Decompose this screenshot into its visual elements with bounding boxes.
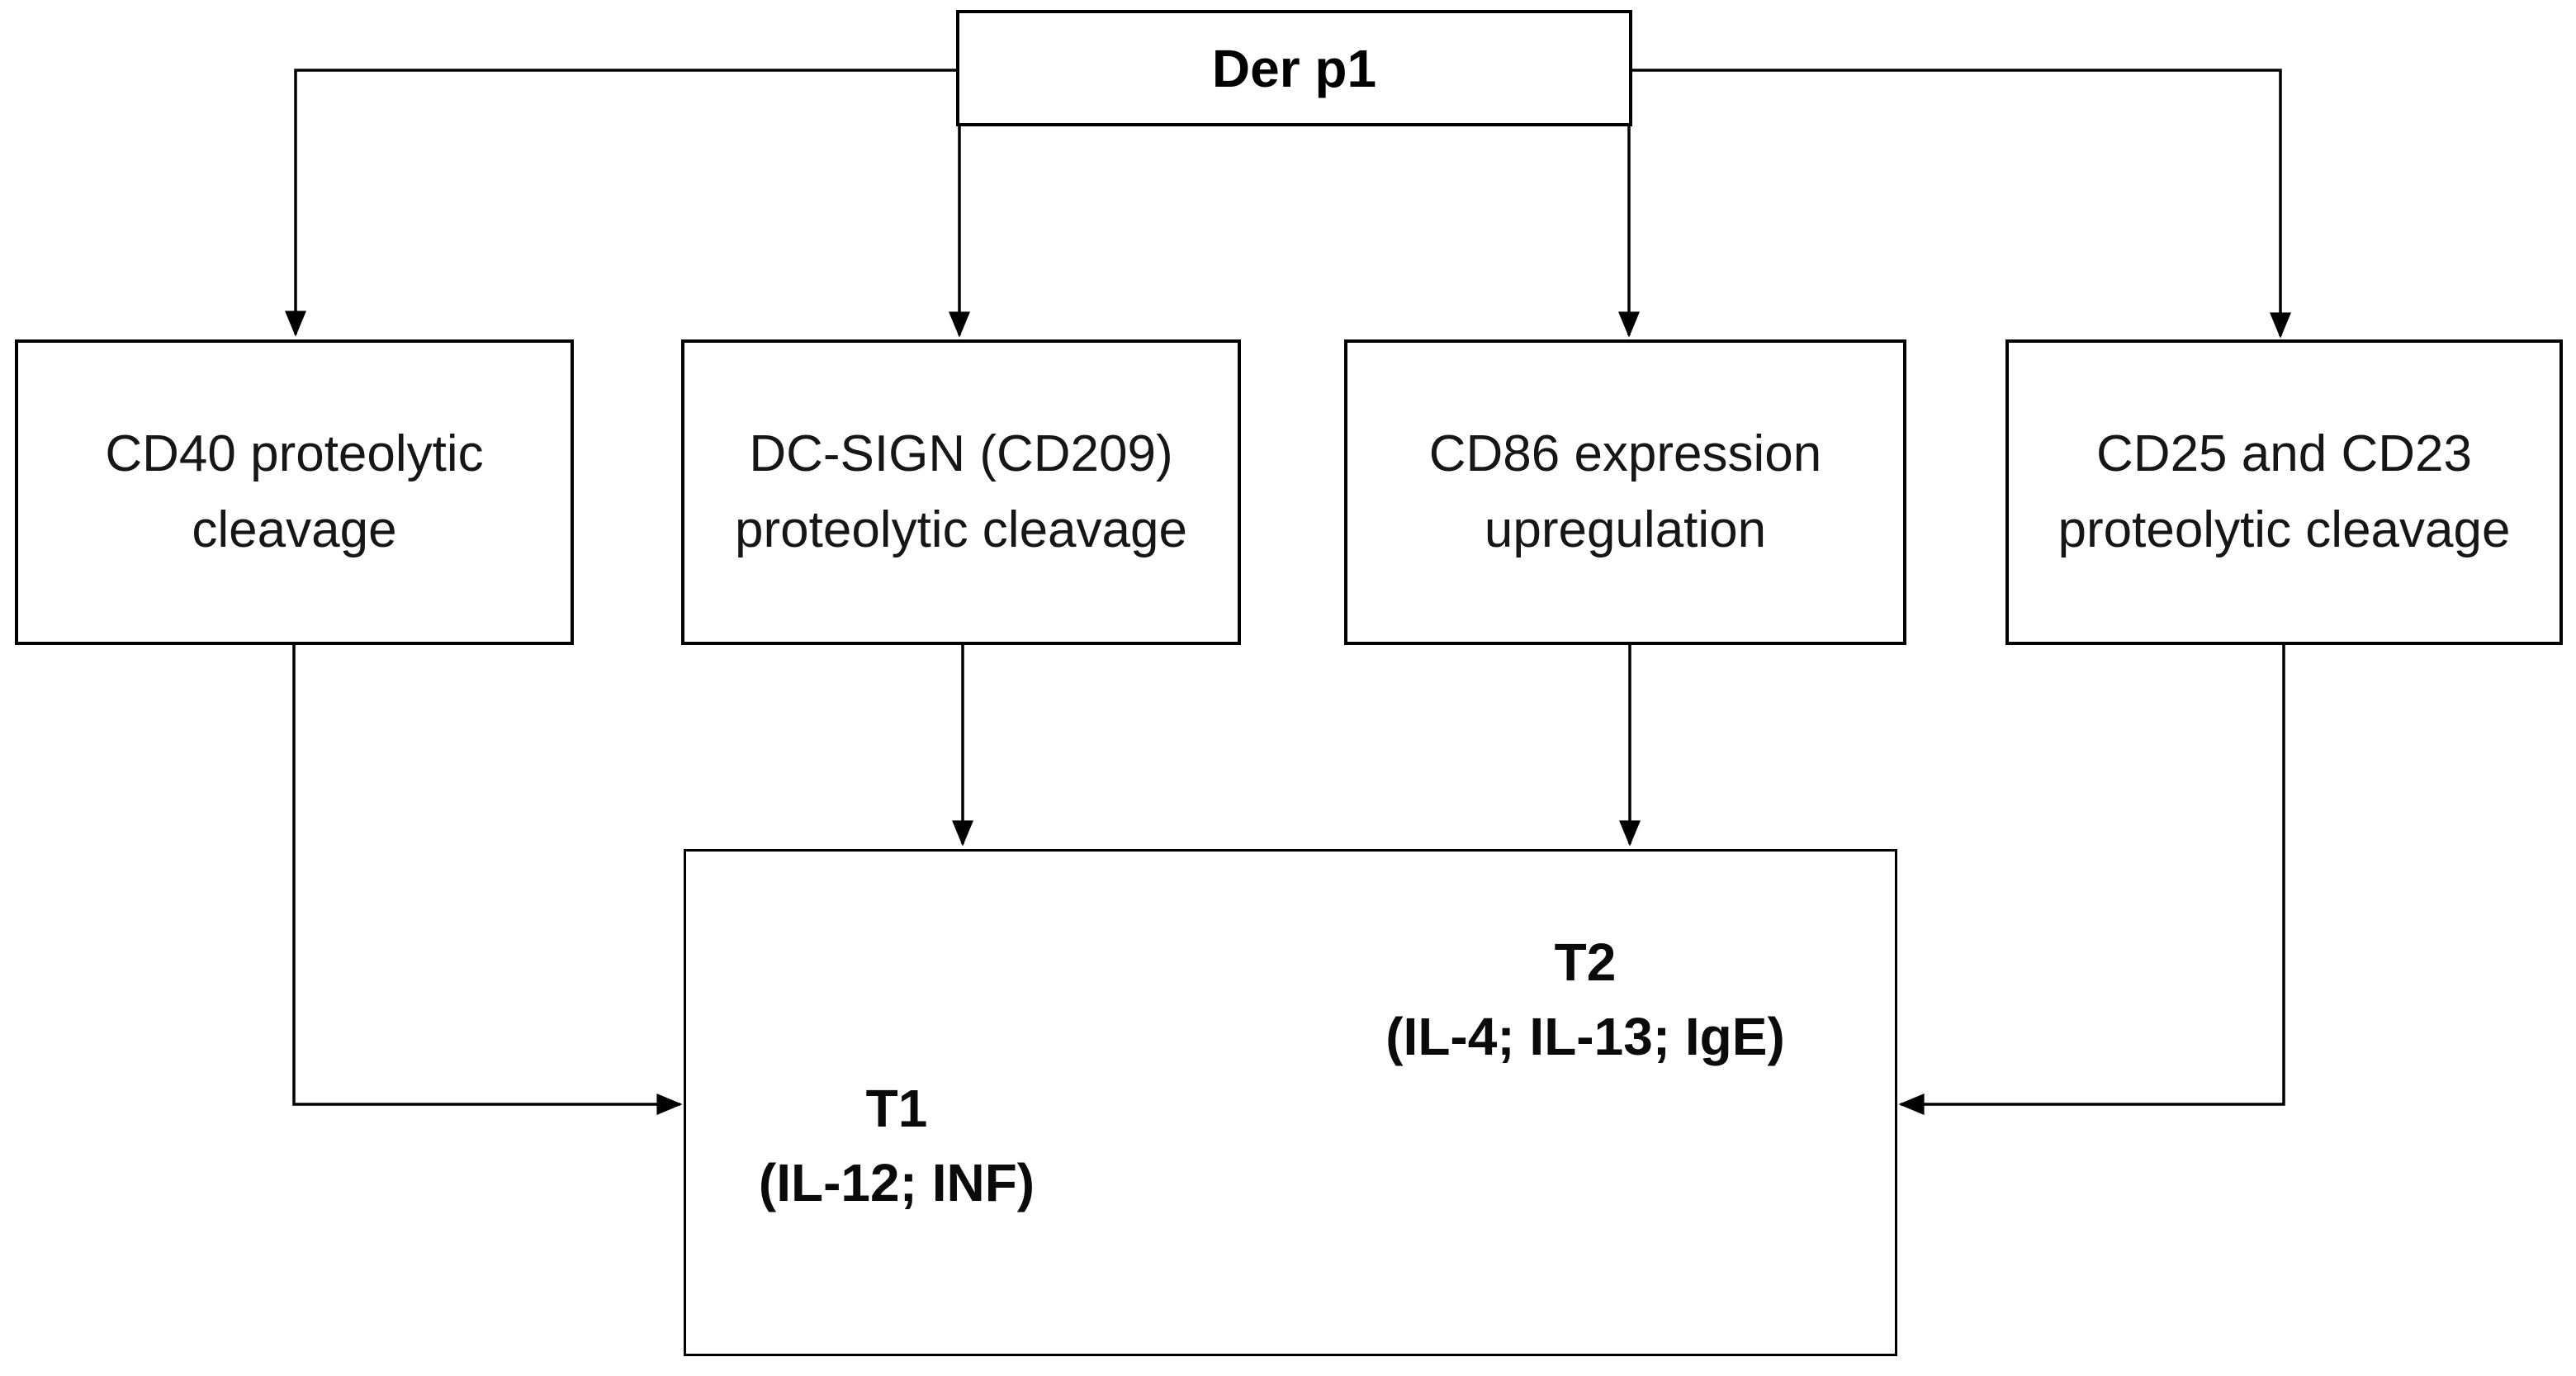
arrow-cd25-to-outcome: [1898, 643, 2285, 1115]
box-dcsign-cleavage: DC-SIGN (CD209) proteolytic cleavage: [681, 339, 1241, 645]
dcsign-label-line2: proteolytic cleavage: [735, 501, 1187, 558]
der-p1-label: Der p1: [1211, 38, 1377, 98]
t2-label: T2: [1554, 932, 1617, 992]
box-cd40-cleavage: CD40 proteolytic cleavage: [15, 339, 574, 645]
arrow-derp1-to-cd40: [285, 69, 958, 337]
t1-label-group: T1 (IL-12; INF): [759, 1071, 1035, 1220]
box-t1-t2-balance: [684, 849, 1897, 1356]
box-cd25-cd23-cleavage: CD25 and CD23 proteolytic cleavage: [2005, 339, 2563, 645]
cd40-label-line2: cleavage: [192, 501, 397, 558]
arrow-cd40-to-outcome: [292, 643, 683, 1115]
cd25-label-line1: CD25 and CD23: [2096, 425, 2472, 482]
arrow-derp1-to-cd25: [1631, 69, 2291, 339]
box-der-p1: Der p1: [956, 10, 1632, 126]
dcsign-label-line1: DC-SIGN (CD209): [749, 425, 1173, 482]
cd25-label-line2: proteolytic cleavage: [2057, 501, 2511, 558]
t2-label-group: T2 (IL-4; IL-13; IgE): [1385, 925, 1785, 1074]
cd86-label-line2: upregulation: [1484, 501, 1767, 558]
cd40-label-line1: CD40 proteolytic: [105, 425, 484, 482]
t2-cytokines: (IL-4; IL-13; IgE): [1385, 1007, 1785, 1066]
box-cd86-upregulation: CD86 expression upregulation: [1344, 339, 1906, 645]
cd86-label-line1: CD86 expression: [1428, 425, 1822, 482]
t1-label: T1: [865, 1079, 928, 1138]
t1-cytokines: (IL-12; INF): [758, 1153, 1035, 1212]
